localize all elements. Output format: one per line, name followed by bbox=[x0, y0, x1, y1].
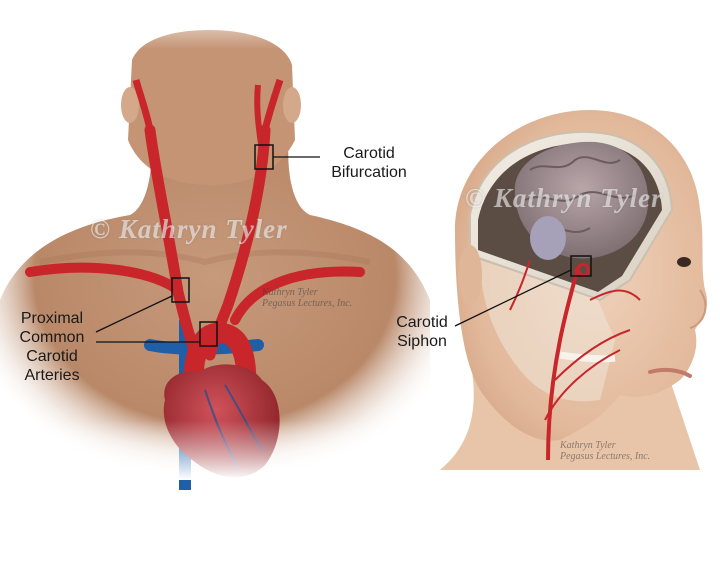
siphon-box bbox=[570, 255, 592, 277]
right-subclavian-artery bbox=[25, 262, 183, 295]
aortic-arch bbox=[183, 322, 257, 410]
torso-figure bbox=[0, 0, 430, 490]
siphon-leader bbox=[454, 269, 572, 327]
proximal-box-right bbox=[171, 277, 190, 303]
left-subclavian-artery bbox=[230, 266, 365, 325]
head-fade bbox=[100, 0, 330, 140]
proximal-box-left bbox=[199, 321, 218, 347]
signature-right: Kathryn Tyler Pegasus Lectures, Inc. bbox=[560, 440, 651, 462]
facial-bones bbox=[480, 260, 615, 402]
watermark-right: © Kathryn Tyler bbox=[465, 183, 663, 213]
siphon-vessel bbox=[573, 262, 590, 278]
proximal-leader-1 bbox=[95, 295, 173, 333]
label-proximal-common-carotid-arteries: Proximal Common Carotid Arteries bbox=[19, 310, 85, 384]
nose bbox=[689, 289, 707, 329]
label-carotid-bifurcation: Carotid Bifurcation bbox=[331, 145, 407, 181]
watermark-left: © Kathryn Tyler bbox=[90, 214, 288, 244]
left-external-carotid bbox=[261, 78, 284, 131]
head-figure bbox=[440, 110, 708, 470]
torso-skin bbox=[0, 120, 430, 470]
teeth bbox=[559, 351, 616, 363]
right-external-carotid bbox=[132, 79, 154, 131]
eye bbox=[677, 257, 691, 267]
internal-carotid-head bbox=[546, 267, 580, 461]
clavicle-shading bbox=[39, 249, 371, 266]
signature-left: Kathryn Tyler Pegasus Lectures, Inc. bbox=[262, 287, 353, 309]
lips bbox=[648, 367, 692, 378]
brainstem bbox=[530, 216, 566, 260]
external-carotid-head bbox=[509, 259, 641, 421]
label-carotid-siphon: Carotid Siphon bbox=[396, 314, 448, 350]
head-ear bbox=[458, 245, 482, 305]
lower-fade bbox=[0, 420, 430, 480]
left-internal-carotid bbox=[254, 84, 265, 151]
